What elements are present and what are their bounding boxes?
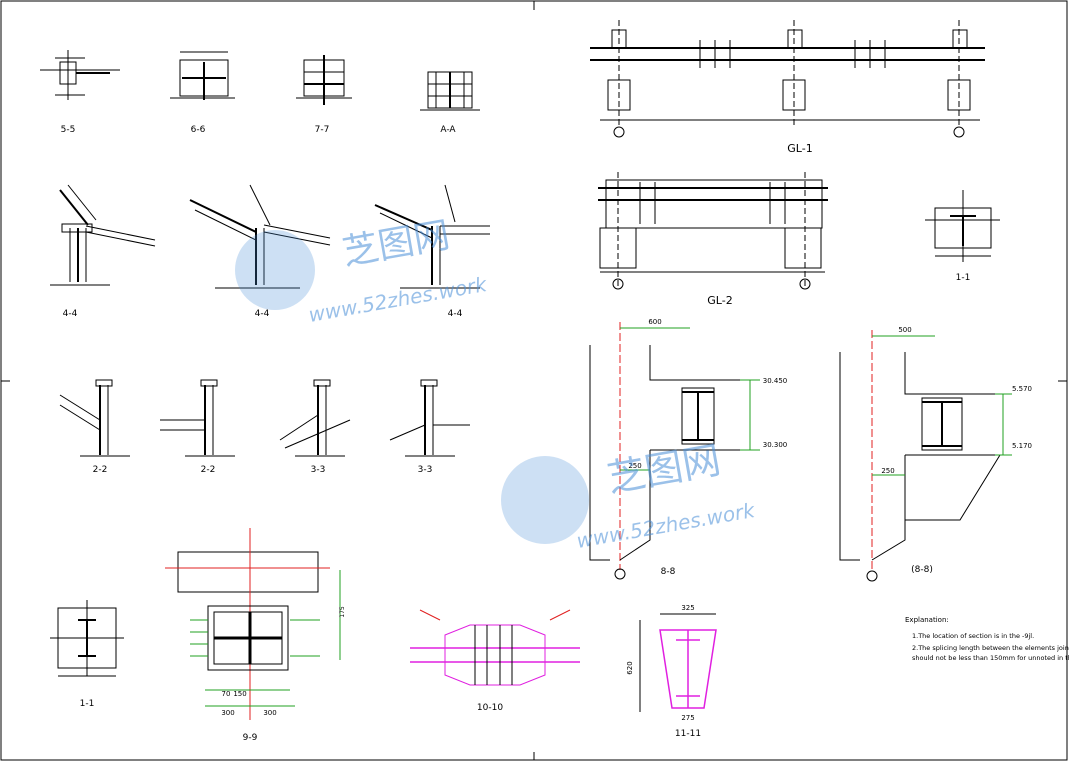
label-6-6: 6-6 (191, 125, 206, 135)
dim-8-8-alt-5170: 5.170 (1012, 442, 1032, 450)
section-10-10 (410, 609, 580, 686)
label-gl2: GL-2 (707, 294, 732, 307)
notes-title: Explanation: (905, 616, 949, 624)
dim-11-11-325: 325 (681, 604, 694, 612)
label-2-2-a: 2-2 (93, 465, 108, 475)
section-4-4-a (50, 184, 156, 286)
section-2-2-a (59, 379, 130, 457)
label-gl1: GL-1 (787, 142, 812, 155)
label-8-8-alt: (8-8) (911, 565, 933, 575)
label-1-1-right: 1-1 (956, 273, 971, 283)
label-5-5: 5-5 (61, 125, 76, 135)
dim-11-11-275: 275 (681, 714, 694, 722)
label-8-8: 8-8 (661, 567, 676, 577)
label-4-4-c: 4-4 (448, 309, 463, 319)
label-4-4-b: 4-4 (255, 309, 270, 319)
dim-8-8-alt-250: 250 (881, 467, 894, 475)
dim-9-9-150: 150 (233, 690, 246, 698)
notes-line-1: 1.The location of section is in the -9jl… (912, 632, 1034, 640)
section-2-2-b (160, 379, 235, 457)
watermark-bottom: 芝图网 www.52zhes.work (501, 438, 758, 553)
label-3-3-b: 3-3 (418, 465, 433, 475)
section-9-9 (165, 528, 341, 720)
section-5-5 (40, 50, 120, 100)
section-3-3-b (389, 379, 470, 457)
label-3-3-a: 3-3 (311, 465, 326, 475)
dim-9-9-300-left: 300 (221, 709, 234, 717)
dim-8-8-alt-500: 500 (898, 326, 911, 334)
section-6-6 (170, 51, 235, 100)
watermark-globe-icon-2 (501, 456, 589, 544)
dim-8-8-30450: 30.450 (763, 377, 788, 385)
dim-8-8-30300: 30.300 (763, 441, 788, 449)
section-8-8 (589, 322, 760, 580)
dim-8-8-600: 600 (648, 318, 661, 326)
section-7-7 (296, 55, 352, 105)
dim-11-11-620: 620 (626, 661, 634, 674)
watermark-brand-bottom: 芝图网 (604, 438, 724, 501)
section-1-1-baseplate (50, 600, 124, 677)
notes-line-2: 2.The splicing length between the elemen… (912, 644, 1069, 652)
label-7-7: 7-7 (315, 125, 330, 135)
label-9-9: 9-9 (243, 733, 258, 743)
section-3-3-a (279, 379, 351, 457)
watermark-globe-icon (235, 230, 315, 310)
dim-8-8-250: 250 (628, 462, 641, 470)
dim-9-9-175: 175 (339, 606, 346, 618)
dim-8-8-alt-5570: 5.570 (1012, 385, 1032, 393)
notes-block: Explanation: 1.The location of section i… (905, 616, 1069, 662)
label-10-10: 10-10 (477, 703, 503, 713)
section-8-8-alt (839, 330, 1012, 582)
section-4-4-b (189, 184, 331, 289)
beam-gl2 (598, 172, 828, 290)
label-A-A: A-A (440, 125, 456, 135)
label-4-4-a: 4-4 (63, 309, 78, 319)
section-A-A (420, 71, 480, 111)
label-11-11: 11-11 (675, 729, 701, 739)
section-11-11 (639, 613, 717, 712)
label-1-1-baseplate: 1-1 (80, 699, 95, 709)
beam-gl1 (590, 20, 985, 138)
watermark-url-bottom: www.52zhes.work (575, 498, 758, 553)
dim-9-9-70: 70 (222, 690, 231, 698)
notes-line-3: should not be less than 150mm for unnote… (912, 654, 1069, 662)
section-1-1-right (925, 190, 1000, 262)
section-4-4-c (374, 184, 490, 289)
label-2-2-b: 2-2 (201, 465, 216, 475)
dim-9-9-300-right: 300 (263, 709, 276, 717)
watermark-brand-top: 芝图网 (339, 215, 452, 274)
